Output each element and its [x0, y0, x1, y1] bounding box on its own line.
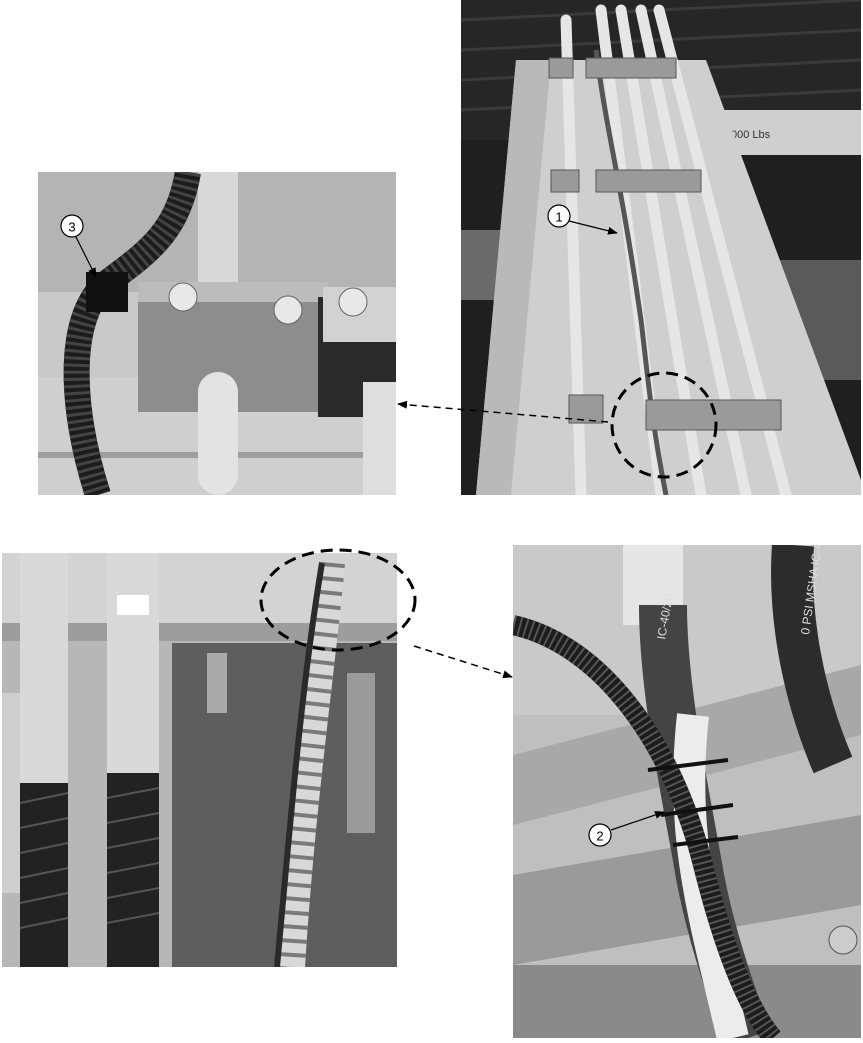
- photo-tie-strap-detail-image: IC-40/26 0 PSI MSHA IC-4: [513, 545, 861, 1038]
- photo-boom-overview-image: 000 Lbs: [461, 0, 861, 495]
- photo-boom-overview: 000 Lbs: [461, 0, 861, 495]
- photo-tie-strap-detail: IC-40/26 0 PSI MSHA IC-4: [513, 545, 861, 1038]
- sign-text: 000 Lbs: [731, 129, 771, 141]
- photo-clamp-closeup: [38, 172, 396, 495]
- photo-hose-bundle: [2, 553, 397, 967]
- connector-arrow-bottom: [413, 645, 513, 679]
- photo-clamp-closeup-image: [38, 172, 396, 495]
- photo-hose-bundle-image: [2, 553, 397, 967]
